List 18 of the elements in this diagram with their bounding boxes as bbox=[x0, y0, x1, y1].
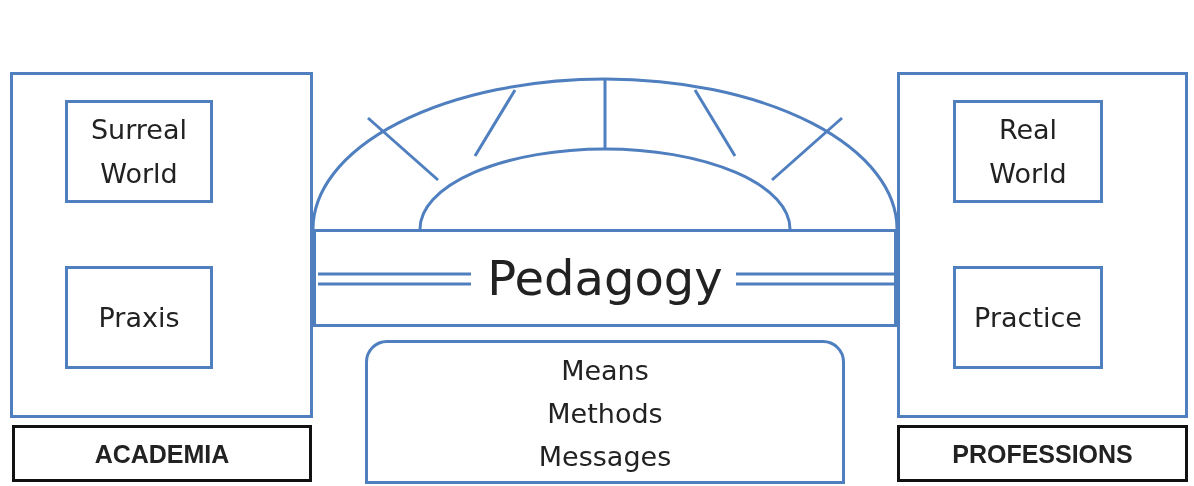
box-label: Means Methods Messages bbox=[537, 354, 673, 475]
box-label: Real World bbox=[988, 113, 1068, 191]
caption-label: ACADEMIA bbox=[94, 438, 230, 470]
container-box bbox=[10, 72, 313, 418]
text-box bbox=[953, 266, 1103, 369]
text-box bbox=[65, 266, 213, 369]
text-box bbox=[65, 100, 213, 203]
band-title: Pedagogy bbox=[486, 248, 724, 308]
text-box bbox=[953, 100, 1103, 203]
band-box bbox=[313, 229, 897, 327]
rounded-box bbox=[365, 340, 845, 484]
container-box bbox=[897, 72, 1188, 418]
box-label: Practice bbox=[974, 300, 1082, 335]
text-box bbox=[897, 425, 1188, 482]
text-box bbox=[12, 425, 312, 482]
box-label: Surreal World bbox=[89, 113, 188, 191]
caption-label: PROFESSIONS bbox=[952, 438, 1133, 470]
box-label: Praxis bbox=[98, 300, 180, 335]
